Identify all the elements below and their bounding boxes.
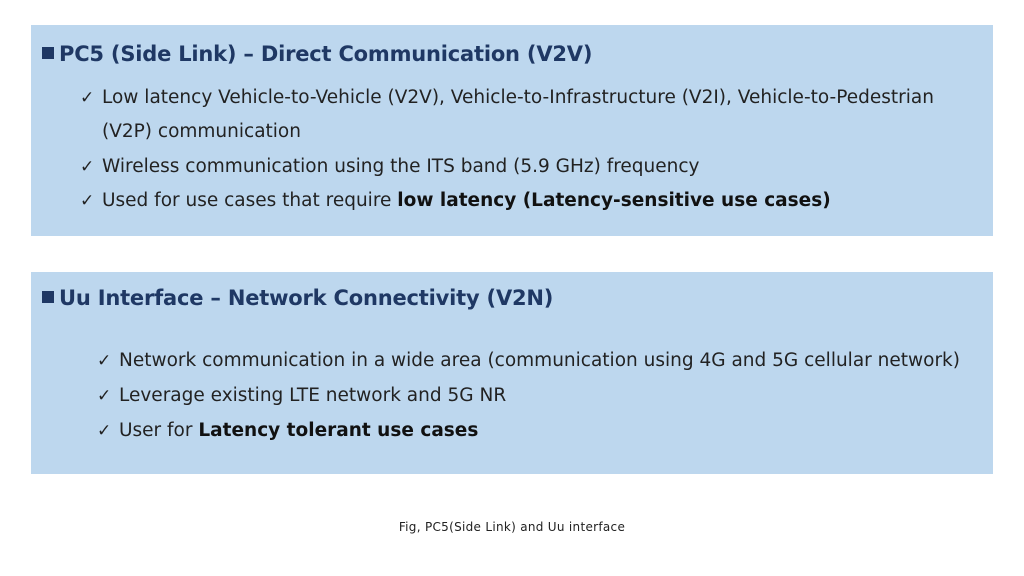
check-icon: ✓ — [97, 421, 112, 441]
uu-title-text: Uu Interface – Network Connectivity (V2N… — [59, 286, 554, 310]
pc5-item-2: ✓ Wireless communication using the ITS ba… — [80, 155, 700, 179]
uu-panel-title: Uu Interface – Network Connectivity (V2N… — [42, 286, 553, 310]
square-bullet-icon — [42, 47, 54, 59]
pc5-item-3-bold: low latency (Latency-sensitive use cases… — [397, 190, 831, 211]
uu-item-1-text: Network communication in a wide area (co… — [119, 350, 960, 371]
uu-item-1: ✓ Network communication in a wide area (c… — [97, 349, 960, 373]
uu-panel: Uu Interface – Network Connectivity (V2N… — [31, 272, 993, 474]
uu-item-2: ✓ Leverage existing LTE network and 5G NR — [97, 384, 506, 408]
check-icon: ✓ — [97, 386, 112, 406]
check-icon: ✓ — [80, 157, 95, 177]
uu-item-3-text: User for — [119, 420, 199, 441]
pc5-item-1: ✓ Low latency Vehicle-to-Vehicle (V2V), V… — [80, 86, 934, 110]
pc5-item-1-continuation: (V2P) communication — [102, 121, 301, 142]
check-icon: ✓ — [97, 351, 112, 371]
pc5-title-text: PC5 (Side Link) – Direct Communication (… — [59, 42, 593, 66]
uu-item-2-text: Leverage existing LTE network and 5G NR — [119, 385, 507, 406]
pc5-panel: PC5 (Side Link) – Direct Communication (… — [31, 25, 993, 236]
pc5-item-3-text: Used for use cases that require — [102, 190, 398, 211]
pc5-item-1-text: Low latency Vehicle-to-Vehicle (V2V), Ve… — [102, 87, 934, 108]
pc5-panel-title: PC5 (Side Link) – Direct Communication (… — [42, 42, 592, 66]
figure-caption: Fig, PC5(Side Link) and Uu interface — [398, 520, 626, 534]
check-icon: ✓ — [80, 191, 95, 211]
pc5-item-3: ✓ Used for use cases that require low lat… — [80, 189, 831, 213]
check-icon: ✓ — [80, 88, 95, 108]
square-bullet-icon — [42, 291, 54, 303]
uu-item-3: ✓ User for Latency tolerant use cases — [97, 419, 478, 443]
uu-item-3-bold: Latency tolerant use cases — [198, 420, 479, 441]
pc5-item-2-text: Wireless communication using the ITS ban… — [102, 156, 700, 177]
